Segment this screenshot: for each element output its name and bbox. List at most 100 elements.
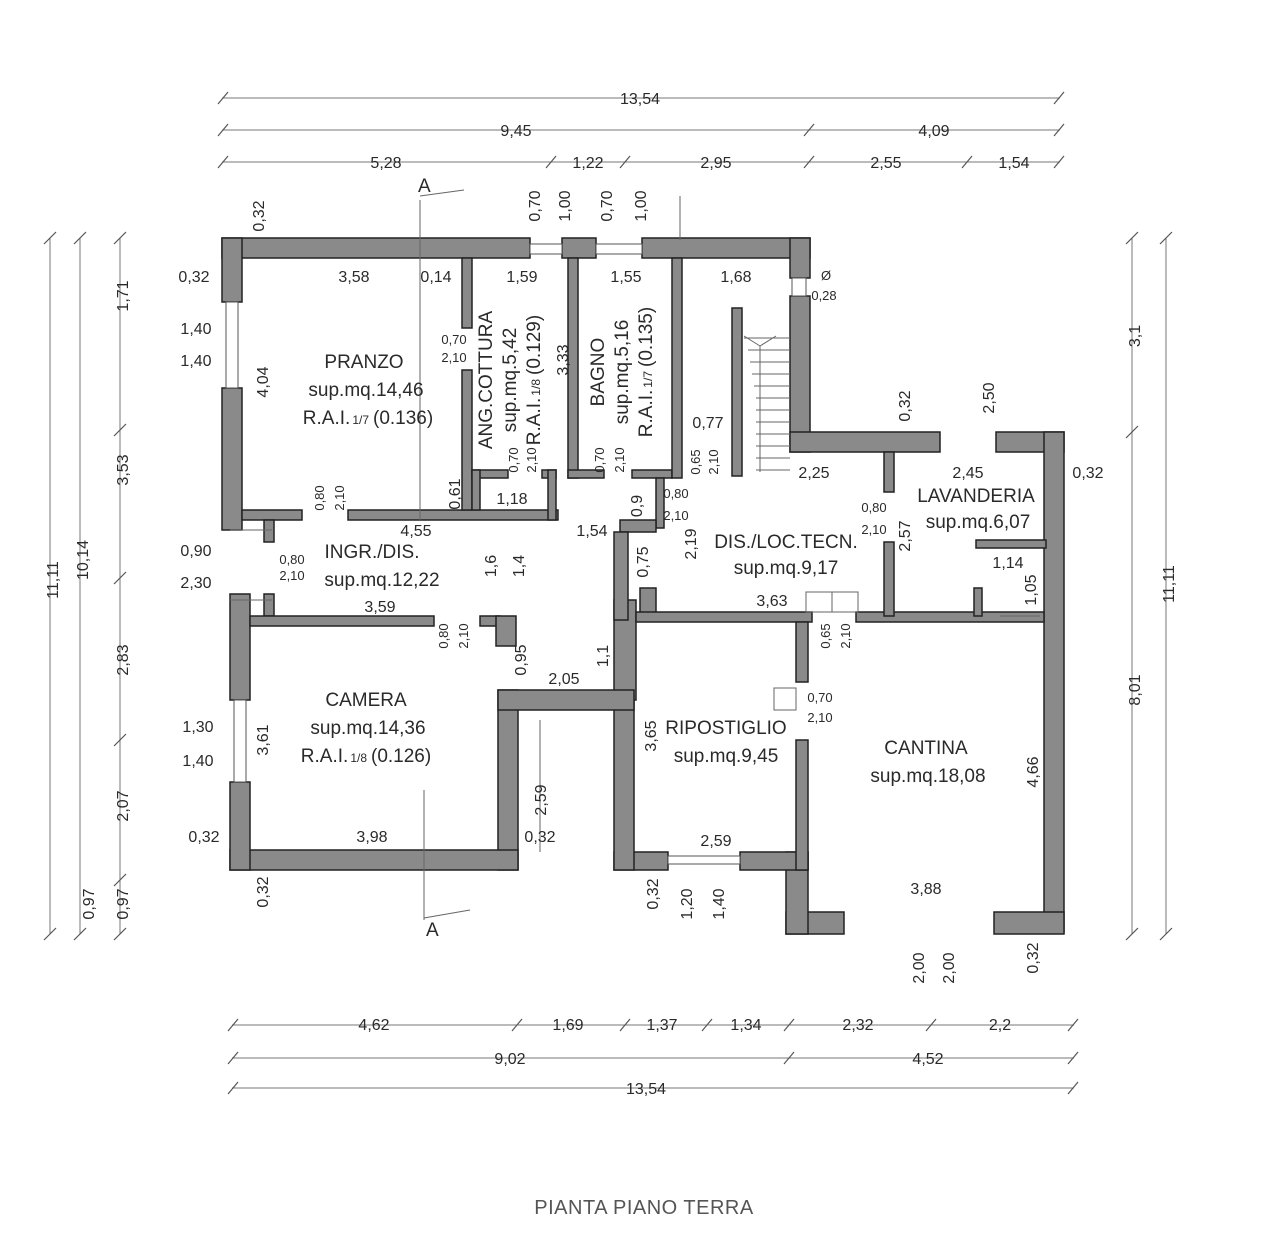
right-dimensions: 3,1 8,01 11,11 (1125, 231, 1178, 941)
room-ripostiglio-name: RIPOSTIGLIO (665, 718, 786, 739)
svg-text:0,70: 0,70 (506, 447, 521, 472)
svg-text:1,55: 1,55 (610, 269, 641, 286)
bottom-dim-902: 9,02 (494, 1051, 525, 1068)
svg-text:1,18: 1,18 (496, 491, 527, 508)
svg-text:0,95: 0,95 (513, 644, 530, 675)
top-dim-154: 1,54 (998, 155, 1029, 172)
room-pranzo-rai: R.A.I.1/7(0.136) (303, 408, 433, 429)
svg-text:0,70: 0,70 (441, 332, 466, 347)
svg-text:Ø: Ø (821, 268, 831, 283)
svg-text:1,40: 1,40 (180, 321, 211, 338)
svg-text:1,30: 1,30 (182, 719, 213, 736)
svg-text:1,14: 1,14 (992, 555, 1023, 572)
svg-text:0,75: 0,75 (635, 546, 652, 577)
svg-text:2,10: 2,10 (663, 508, 688, 523)
room-pranzo-area: sup.mq.14,46 (308, 380, 423, 401)
svg-text:2,00: 2,00 (911, 952, 928, 983)
svg-text:3,58: 3,58 (338, 269, 369, 286)
bottom-dim-462: 4,62 (358, 1017, 389, 1034)
walls (221, 237, 1065, 935)
svg-text:2,50: 2,50 (981, 382, 998, 413)
bottom-dim-137: 1,37 (646, 1017, 677, 1034)
top-total-dim: 13,54 (620, 91, 660, 108)
svg-text:1,00: 1,00 (557, 190, 574, 221)
svg-text:4,66: 4,66 (1025, 756, 1042, 787)
svg-text:0,65: 0,65 (688, 449, 703, 474)
top-dim-255: 2,55 (870, 155, 901, 172)
room-bagno: BAGNO sup.mq.5,16 R.A.I.1/7(0.135) (588, 307, 657, 437)
section-marker-bottom: A (426, 920, 439, 941)
room-ingr-area: sup.mq.12,22 (324, 570, 439, 591)
svg-text:3,88: 3,88 (910, 881, 941, 898)
svg-text:0,80: 0,80 (663, 486, 688, 501)
svg-text:0,90: 0,90 (180, 543, 211, 560)
bottom-dimensions: 4,62 1,69 1,37 1,34 2,32 2,2 9,02 4,52 1… (227, 1017, 1079, 1098)
room-angcottura-name: ANG.COTTURA (476, 311, 497, 450)
svg-text:1,54: 1,54 (576, 523, 607, 540)
room-dis-name: DIS./LOC.TECN. (714, 532, 858, 553)
svg-text:3,63: 3,63 (756, 593, 787, 610)
left-dim-283: 2,83 (115, 644, 132, 675)
svg-text:1,40: 1,40 (182, 753, 213, 770)
room-pranzo-name: PRANZO (324, 352, 403, 373)
room-camera-rai: R.A.I.1/8(0.126) (301, 746, 431, 767)
room-cantina: CANTINA sup.mq.18,08 (870, 738, 985, 787)
room-cantina-area: sup.mq.18,08 (870, 766, 985, 787)
svg-text:1,40: 1,40 (180, 353, 211, 370)
left-dim-097b: 0,97 (115, 888, 132, 919)
left-dim-207: 2,07 (115, 790, 132, 821)
svg-text:2,10: 2,10 (332, 485, 347, 510)
room-ripostiglio: RIPOSTIGLIO sup.mq.9,45 (665, 718, 786, 767)
left-outer-dim: 11,11 (45, 561, 62, 599)
svg-text:1,05: 1,05 (1023, 574, 1040, 605)
svg-text:0,70: 0,70 (527, 190, 544, 221)
room-angcottura-area: sup.mq.5,42 (500, 328, 521, 433)
svg-text:0,32: 0,32 (178, 269, 209, 286)
svg-text:2,10: 2,10 (279, 568, 304, 583)
room-angcottura: ANG.COTTURA sup.mq.5,42 R.A.I.1/8(0.129) (476, 311, 545, 450)
svg-text:2,05: 2,05 (548, 671, 579, 688)
room-bagno-rai: R.A.I.1/7(0.135) (636, 307, 657, 437)
top-dim-122: 1,22 (572, 155, 603, 172)
room-lavanderia: LAVANDERIA sup.mq.6,07 (917, 486, 1035, 533)
room-pranzo: PRANZO sup.mq.14,46 R.A.I.1/7(0.136) (303, 352, 433, 429)
svg-text:0,80: 0,80 (436, 623, 451, 648)
svg-text:0,32: 0,32 (255, 876, 272, 907)
left-dimensions: 11,11 10,14 1,71 3,53 2,83 2,07 0,97 0,9… (43, 231, 132, 941)
right-outer-dim: 11,11 (1161, 565, 1178, 603)
section-line (419, 189, 681, 920)
svg-text:2,57: 2,57 (897, 520, 914, 551)
svg-text:1,20: 1,20 (679, 888, 696, 919)
svg-text:0,70: 0,70 (807, 690, 832, 705)
top-dim-945: 9,45 (500, 123, 531, 140)
room-dis: DIS./LOC.TECN. sup.mq.9,17 (714, 532, 858, 579)
plan-title: PIANTA PIANO TERRA (534, 1197, 754, 1219)
svg-text:2,10: 2,10 (861, 522, 886, 537)
svg-text:1,59: 1,59 (506, 269, 537, 286)
room-ingr: INGR./DIS. sup.mq.12,22 (324, 542, 439, 591)
left-mid-dim: 10,14 (75, 540, 92, 580)
svg-text:2,10: 2,10 (456, 623, 471, 648)
top-dimensions: 13,54 9,45 4,09 5,28 1,22 2,95 2,55 1,54 (217, 91, 1065, 172)
room-cantina-name: CANTINA (884, 738, 968, 759)
svg-text:0,70: 0,70 (599, 190, 616, 221)
left-dim-353: 3,53 (115, 454, 132, 485)
svg-text:2,10: 2,10 (706, 449, 721, 474)
svg-text:0,65: 0,65 (818, 623, 833, 648)
svg-text:3,65: 3,65 (643, 720, 660, 751)
svg-text:2,19: 2,19 (683, 528, 700, 559)
opening-dimensions: 0,70 2,10 0,80 2,10 0,70 2,10 0,70 2,10 … (279, 332, 886, 725)
svg-text:0,32: 0,32 (645, 878, 662, 909)
svg-text:2,59: 2,59 (533, 784, 550, 815)
svg-text:1,40: 1,40 (711, 888, 728, 919)
room-lavanderia-name: LAVANDERIA (917, 486, 1035, 507)
svg-text:0,70: 0,70 (592, 447, 607, 472)
svg-text:0,14: 0,14 (420, 269, 451, 286)
room-dis-area: sup.mq.9,17 (734, 558, 839, 579)
svg-text:0,28: 0,28 (811, 288, 836, 303)
top-dim-409: 4,09 (918, 123, 949, 140)
svg-text:0,32: 0,32 (188, 829, 219, 846)
bottom-total-dim: 13,54 (626, 1081, 666, 1098)
room-bagno-area: sup.mq.5,16 (612, 320, 633, 425)
